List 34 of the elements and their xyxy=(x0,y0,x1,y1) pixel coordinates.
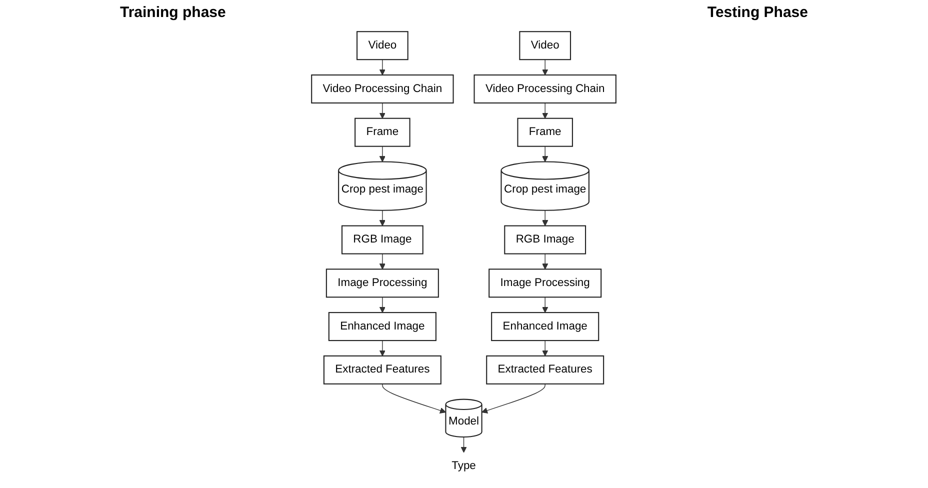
node-box: Enhanced Image xyxy=(491,312,600,342)
arrow xyxy=(542,340,548,356)
node-box: Frame xyxy=(517,118,574,147)
node-box: Extracted Features xyxy=(486,355,604,384)
arrow xyxy=(380,102,386,119)
node-box: Video Processing Chain xyxy=(474,74,617,104)
node-box: Frame xyxy=(354,118,411,147)
phase-heading: Training phase xyxy=(120,4,226,21)
arrow xyxy=(380,340,386,356)
node-box: Enhanced Image xyxy=(328,312,437,342)
arrow xyxy=(382,384,446,414)
arrow xyxy=(542,253,548,270)
arrow xyxy=(380,210,386,226)
arrow xyxy=(542,102,548,119)
node-box: RGB Image xyxy=(504,225,586,254)
arrow xyxy=(542,59,548,76)
node-text: Type xyxy=(452,460,476,472)
node-box: Video xyxy=(356,31,409,60)
arrow xyxy=(542,146,548,162)
arrow xyxy=(542,210,548,226)
arrow xyxy=(380,59,386,76)
arrow xyxy=(460,436,468,453)
node-box: Image Processing xyxy=(326,268,440,298)
node-box: Video Processing Chain xyxy=(311,74,454,104)
phase-heading: Testing Phase xyxy=(707,4,808,21)
node-box: Video xyxy=(519,31,572,60)
arrow xyxy=(482,384,546,414)
arrow xyxy=(380,146,386,162)
arrow xyxy=(380,296,386,313)
arrow xyxy=(542,296,548,313)
node-box: RGB Image xyxy=(342,225,424,254)
node-box: Image Processing xyxy=(488,268,602,298)
node-box: Extracted Features xyxy=(324,355,442,384)
arrow xyxy=(380,253,386,270)
